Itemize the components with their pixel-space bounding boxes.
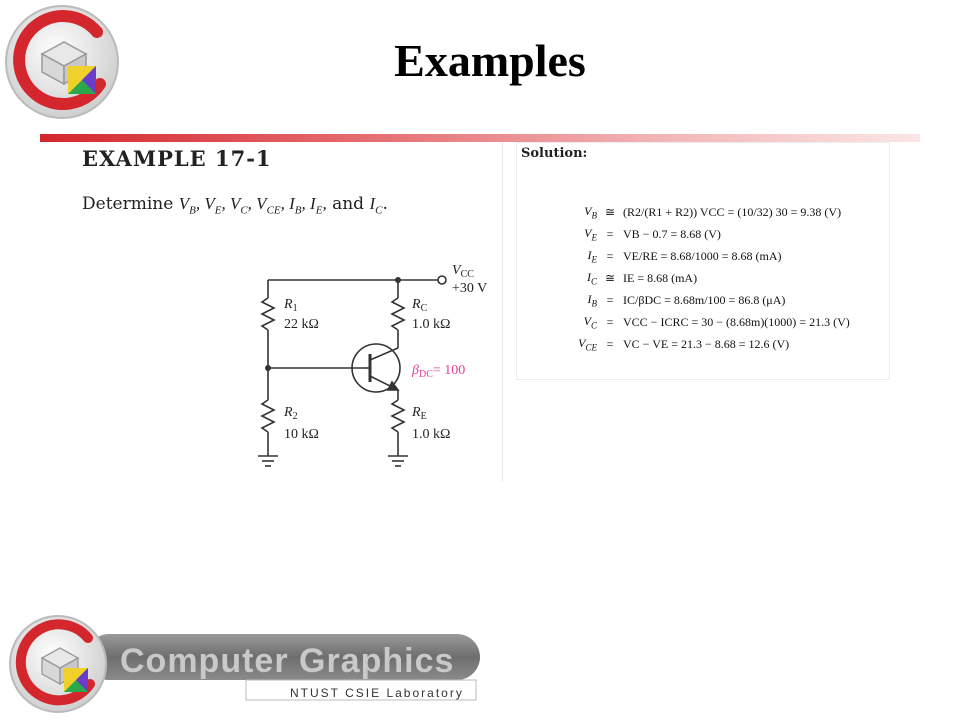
prompt-end: . bbox=[382, 194, 388, 214]
emitter-arrow bbox=[386, 380, 400, 391]
solution-row-lhs: IC bbox=[586, 269, 597, 287]
solution-row-relation: ≅ bbox=[604, 204, 616, 219]
solution-panel: Solution: VB ≅ (R2/(R1 + R2)) VCC = (10/32… bbox=[516, 142, 890, 380]
r1-value: 22 kΩ bbox=[284, 317, 319, 332]
solution-row-lhs: VE bbox=[584, 225, 597, 243]
solution-row: VCE = VC − VE = 21.3 − 8.68 = 12.6 (V) bbox=[557, 333, 850, 355]
cg-logo-top-icon bbox=[5, 5, 119, 119]
circuit-diagram: VCC +30 V R1 22 kΩ R2 10 kΩ RC 1.0 kΩ RE… bbox=[258, 263, 487, 467]
prompt-prefix: Determine bbox=[82, 194, 174, 214]
solution-row: IC ≅ IE = 8.68 (mA) bbox=[557, 267, 850, 289]
example-heading: EXAMPLE 17-1 bbox=[82, 146, 272, 171]
example-prompt: Determine VB, VE, VC, VCE, IB, IE, and I… bbox=[82, 194, 388, 216]
solution-row-relation: = bbox=[606, 336, 614, 351]
solution-row-relation: = bbox=[606, 248, 614, 263]
r2-label: R2 bbox=[283, 405, 298, 422]
solution-row-rhs: IE = 8.68 (mA) bbox=[623, 270, 698, 285]
vcc-value: +30 V bbox=[452, 281, 487, 296]
solution-row-relation: = bbox=[606, 292, 614, 307]
rc-label: RC bbox=[411, 297, 428, 314]
r1-resistor bbox=[260, 297, 276, 331]
solution-row-relation: = bbox=[606, 226, 614, 241]
solution-row-lhs: VC bbox=[583, 313, 597, 331]
solution-row-rhs: VB − 0.7 = 8.68 (V) bbox=[623, 226, 721, 241]
base-node-dot bbox=[265, 365, 271, 371]
r1-label: R1 bbox=[283, 297, 298, 314]
solution-row-relation: ≅ bbox=[604, 270, 616, 285]
brand-text: Computer Graphics bbox=[120, 642, 455, 680]
rc-resistor bbox=[390, 297, 406, 331]
beta-label: βDC= 100 bbox=[411, 363, 465, 380]
solution-row-lhs: IE bbox=[587, 247, 598, 265]
rc-value: 1.0 kΩ bbox=[412, 317, 450, 332]
re-label: RE bbox=[411, 405, 427, 422]
solution-row-rhs: VCC − ICRC = 30 − (8.68m)(1000) = 21.3 (… bbox=[623, 314, 850, 329]
title-divider bbox=[40, 134, 920, 142]
solution-row-rhs: IC/βDC = 8.68m/100 = 86.8 (μA) bbox=[623, 292, 786, 307]
solution-row: VE = VB − 0.7 = 8.68 (V) bbox=[557, 223, 850, 245]
solution-row: VC = VCC − ICRC = 30 − (8.68m)(1000) = 21.… bbox=[557, 311, 850, 333]
vcc-terminal bbox=[437, 275, 447, 285]
lab-text: NTUST CSIE Laboratory bbox=[290, 686, 464, 700]
top-node-dot bbox=[395, 277, 401, 283]
transistor-collector bbox=[369, 347, 399, 361]
transistor-body bbox=[351, 343, 401, 393]
page-title: Examples bbox=[394, 35, 586, 86]
solution-row-lhs: IB bbox=[587, 291, 598, 309]
solution-row: IB = IC/βDC = 8.68m/100 = 86.8 (μA) bbox=[557, 289, 850, 311]
prompt-and: and bbox=[332, 194, 365, 214]
re-resistor bbox=[390, 399, 406, 433]
prompt-last: IC bbox=[369, 194, 383, 217]
solution-row: IE = VE/RE = 8.68/1000 = 8.68 (mA) bbox=[557, 245, 850, 267]
solution-row-relation: = bbox=[606, 314, 614, 329]
solution-equations: VB ≅ (R2/(R1 + R2)) VCC = (10/32) 30 = 9.3… bbox=[557, 201, 850, 355]
solution-row-rhs: VC − VE = 21.3 − 8.68 = 12.6 (V) bbox=[623, 336, 790, 351]
r2-resistor bbox=[260, 399, 276, 433]
cg-logo-bottom-icon bbox=[9, 615, 480, 713]
solution-row-rhs: VE/RE = 8.68/1000 = 8.68 (mA) bbox=[623, 248, 782, 263]
solution-row-lhs: VCE bbox=[578, 335, 597, 353]
re-value: 1.0 kΩ bbox=[412, 427, 450, 442]
solution-row-rhs: (R2/(R1 + R2)) VCC = (10/32) 30 = 9.38 (… bbox=[623, 204, 842, 219]
prompt-vars: VB, VE, VC, VCE, IB, IE, bbox=[178, 194, 327, 217]
r2-value: 10 kΩ bbox=[284, 427, 319, 442]
example-panel: EXAMPLE 17-1 Determine VB, VE, VC, VCE, … bbox=[70, 142, 503, 482]
solution-heading: Solution: bbox=[521, 146, 588, 161]
solution-row-lhs: VB bbox=[584, 203, 597, 221]
solution-row: VB ≅ (R2/(R1 + R2)) VCC = (10/32) 30 = 9.3… bbox=[557, 201, 850, 223]
vcc-label: VCC bbox=[452, 263, 474, 280]
